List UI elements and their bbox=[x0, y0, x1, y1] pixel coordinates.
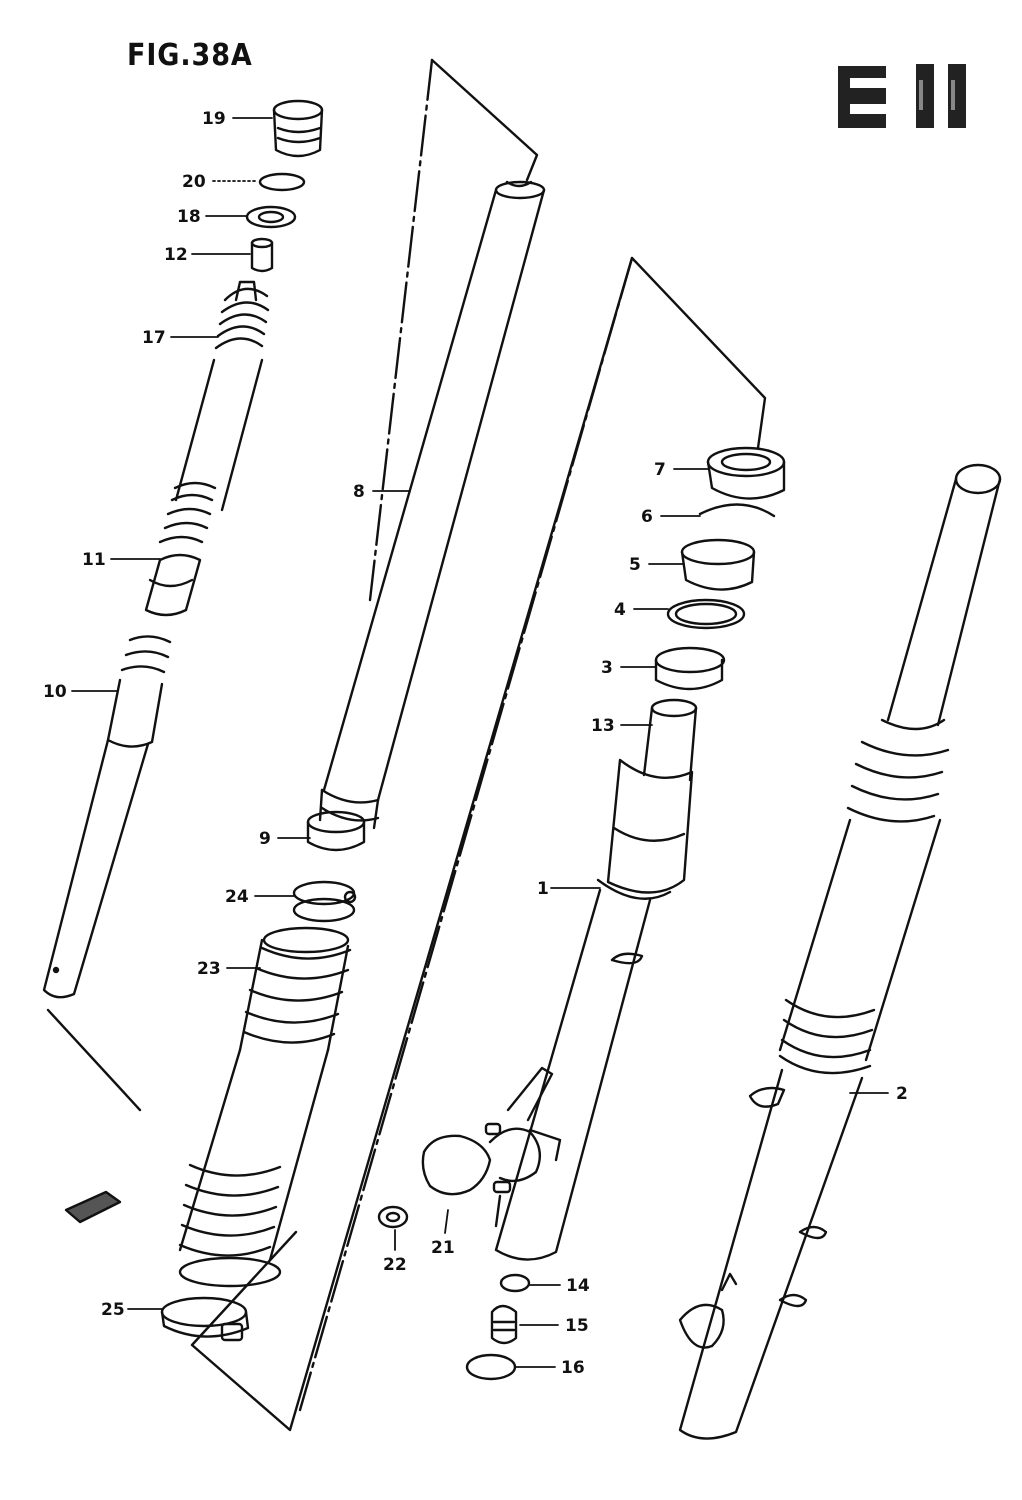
inner-tube-part-8 bbox=[318, 180, 546, 830]
left-assembly-outline bbox=[46, 58, 539, 1112]
cap-bolt-part-19 bbox=[272, 99, 324, 158]
drain-bolt-part-15 bbox=[490, 1304, 518, 1345]
outer-tube-part-1 bbox=[494, 698, 698, 1261]
leader-lines bbox=[71, 117, 889, 1368]
o-ring-part-20 bbox=[258, 172, 306, 192]
fork-boot-part-23 bbox=[178, 926, 352, 1288]
callout-15: 15 bbox=[565, 1316, 589, 1336]
callout-19: 19 bbox=[202, 109, 226, 129]
callout-22: 22 bbox=[383, 1255, 407, 1275]
stopper-ring-part-6 bbox=[698, 503, 776, 518]
figure-title: FIG.38A bbox=[127, 38, 253, 73]
callout-20: 20 bbox=[182, 172, 206, 192]
callout-23: 23 bbox=[197, 959, 221, 979]
region-stamp bbox=[838, 64, 966, 128]
rebound-spring-tube-part-10 bbox=[42, 635, 172, 999]
small-nut bbox=[64, 1190, 122, 1224]
oil-seal-part-5 bbox=[680, 538, 756, 591]
callout-1: 1 bbox=[537, 879, 549, 899]
callout-17: 17 bbox=[142, 328, 166, 348]
nut-part-22 bbox=[377, 1205, 409, 1229]
damper-rod-part-11 bbox=[144, 481, 217, 617]
callout-7: 7 bbox=[654, 460, 666, 480]
callout-2: 2 bbox=[896, 1084, 908, 1104]
gasket-part-16 bbox=[465, 1353, 517, 1381]
boot-clamp-part-25 bbox=[160, 1296, 250, 1342]
callout-9: 9 bbox=[259, 829, 271, 849]
fork-leg-assembly-part-2 bbox=[678, 463, 1002, 1440]
callout-6: 6 bbox=[641, 507, 653, 527]
callout-5: 5 bbox=[629, 555, 641, 575]
callout-4: 4 bbox=[614, 600, 626, 620]
washer-part-14 bbox=[499, 1273, 531, 1293]
washer-part-18 bbox=[245, 205, 297, 229]
guide-metal-part-3 bbox=[654, 646, 726, 691]
callout-16: 16 bbox=[561, 1358, 585, 1378]
callout-24: 24 bbox=[225, 887, 249, 907]
caliper-bracket-part-21 bbox=[421, 1066, 562, 1228]
callout-13: 13 bbox=[591, 716, 615, 736]
callout-labels: 19 20 18 12 17 11 10 8 9 24 23 25 7 6 5 … bbox=[43, 109, 908, 1378]
seal-spacer-part-4 bbox=[666, 598, 746, 630]
fork-spring-part-17 bbox=[174, 280, 270, 512]
callout-3: 3 bbox=[601, 658, 613, 678]
stopper-ring-part-24 bbox=[292, 880, 357, 923]
oil-seal-part-7 bbox=[706, 446, 786, 500]
oil-seal-part-9 bbox=[306, 810, 366, 852]
callout-14: 14 bbox=[566, 1276, 590, 1296]
callout-10: 10 bbox=[43, 682, 67, 702]
callout-11: 11 bbox=[82, 550, 106, 570]
callout-8-tube: 8 bbox=[353, 482, 365, 502]
callout-12: 12 bbox=[164, 245, 188, 265]
spacer-part-12 bbox=[250, 237, 274, 273]
callout-25: 25 bbox=[101, 1300, 125, 1320]
callout-21: 21 bbox=[431, 1238, 455, 1258]
callout-18: 18 bbox=[177, 207, 201, 227]
